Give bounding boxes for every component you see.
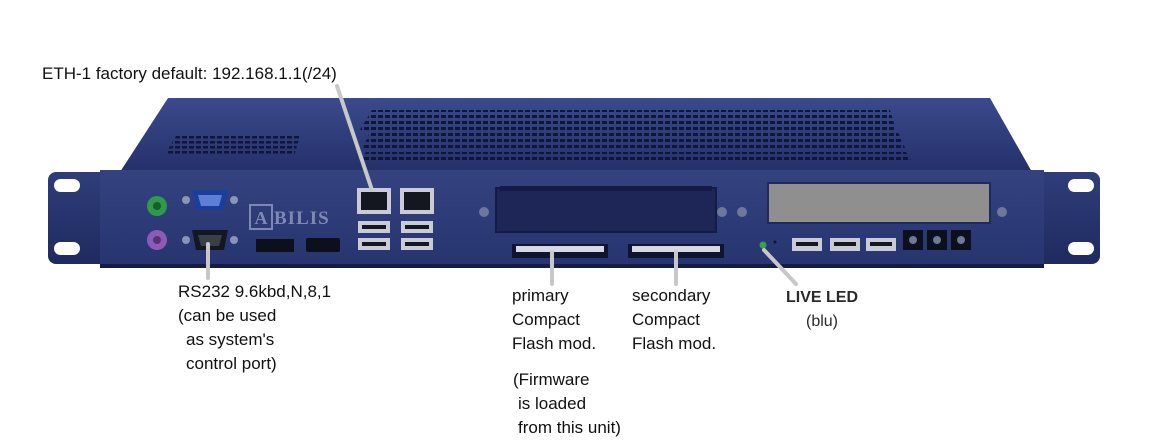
secondary-cf-line-3: Flash mod. — [632, 334, 717, 353]
svg-text:A: A — [255, 208, 268, 228]
power-jacks — [903, 230, 971, 250]
leader-line-eth — [335, 84, 374, 192]
primary-cf-callout: primary Compact Flash mod. — [512, 284, 596, 356]
ps2-ports — [147, 196, 167, 250]
rs232-line-3: as system's — [186, 330, 275, 349]
rs232-line-2: (can be used — [178, 306, 277, 325]
expansion-bay — [495, 186, 717, 233]
live-led — [759, 240, 777, 249]
ethernet-port-eth1 — [357, 188, 391, 214]
live-led-line-2: (blu) — [806, 313, 839, 330]
rs232-port — [182, 230, 238, 250]
vga-port — [182, 190, 238, 210]
panel-screws — [479, 207, 1007, 217]
chassis-top — [120, 98, 1032, 172]
firmware-note-line-1: (Firmware — [513, 370, 590, 389]
rs232-callout: RS232 9.6kbd,N,8,1 (can be used as syste… — [178, 280, 331, 376]
primary-cf-line-2: Compact — [512, 310, 581, 329]
rs232-line-1: RS232 9.6kbd,N,8,1 — [178, 282, 332, 301]
front-usb-ports — [792, 238, 896, 251]
rack-ear-right — [1030, 172, 1100, 264]
brand-logo: A BILIS — [249, 204, 330, 230]
primary-cf-line-3: Flash mod. — [512, 334, 597, 353]
leader-line-live-led — [762, 248, 798, 286]
firmware-note-line-3: from this unit) — [518, 418, 621, 437]
secondary-cf-line-2: Compact — [632, 310, 701, 329]
svg-text:BILIS: BILIS — [274, 208, 330, 229]
rs232-line-4: control port) — [186, 354, 277, 373]
leader-lines — [206, 84, 798, 286]
primary-cf-line-1: primary — [512, 286, 569, 305]
firmware-note-callout: (Firmware is loaded from this unit) — [513, 368, 621, 440]
ethernet-port-eth2 — [400, 188, 434, 214]
secondary-cf-line-1: secondary — [632, 286, 711, 305]
live-led-callout: LIVE LED (blu) — [786, 286, 858, 334]
eth1-callout-text: ETH-1 factory default: 192.168.1.1(/24) — [42, 64, 337, 83]
usb-port-stack — [358, 221, 433, 250]
lcd-display — [767, 182, 991, 224]
eth1-callout: ETH-1 factory default: 192.168.1.1(/24) — [42, 62, 337, 86]
usb-and-hdmi-ports — [256, 238, 340, 252]
live-led-line-1: LIVE LED — [786, 289, 859, 306]
firmware-note-line-2: is loaded — [518, 394, 587, 413]
compact-flash-slot-primary — [512, 244, 608, 258]
secondary-cf-callout: secondary Compact Flash mod. — [632, 284, 716, 356]
